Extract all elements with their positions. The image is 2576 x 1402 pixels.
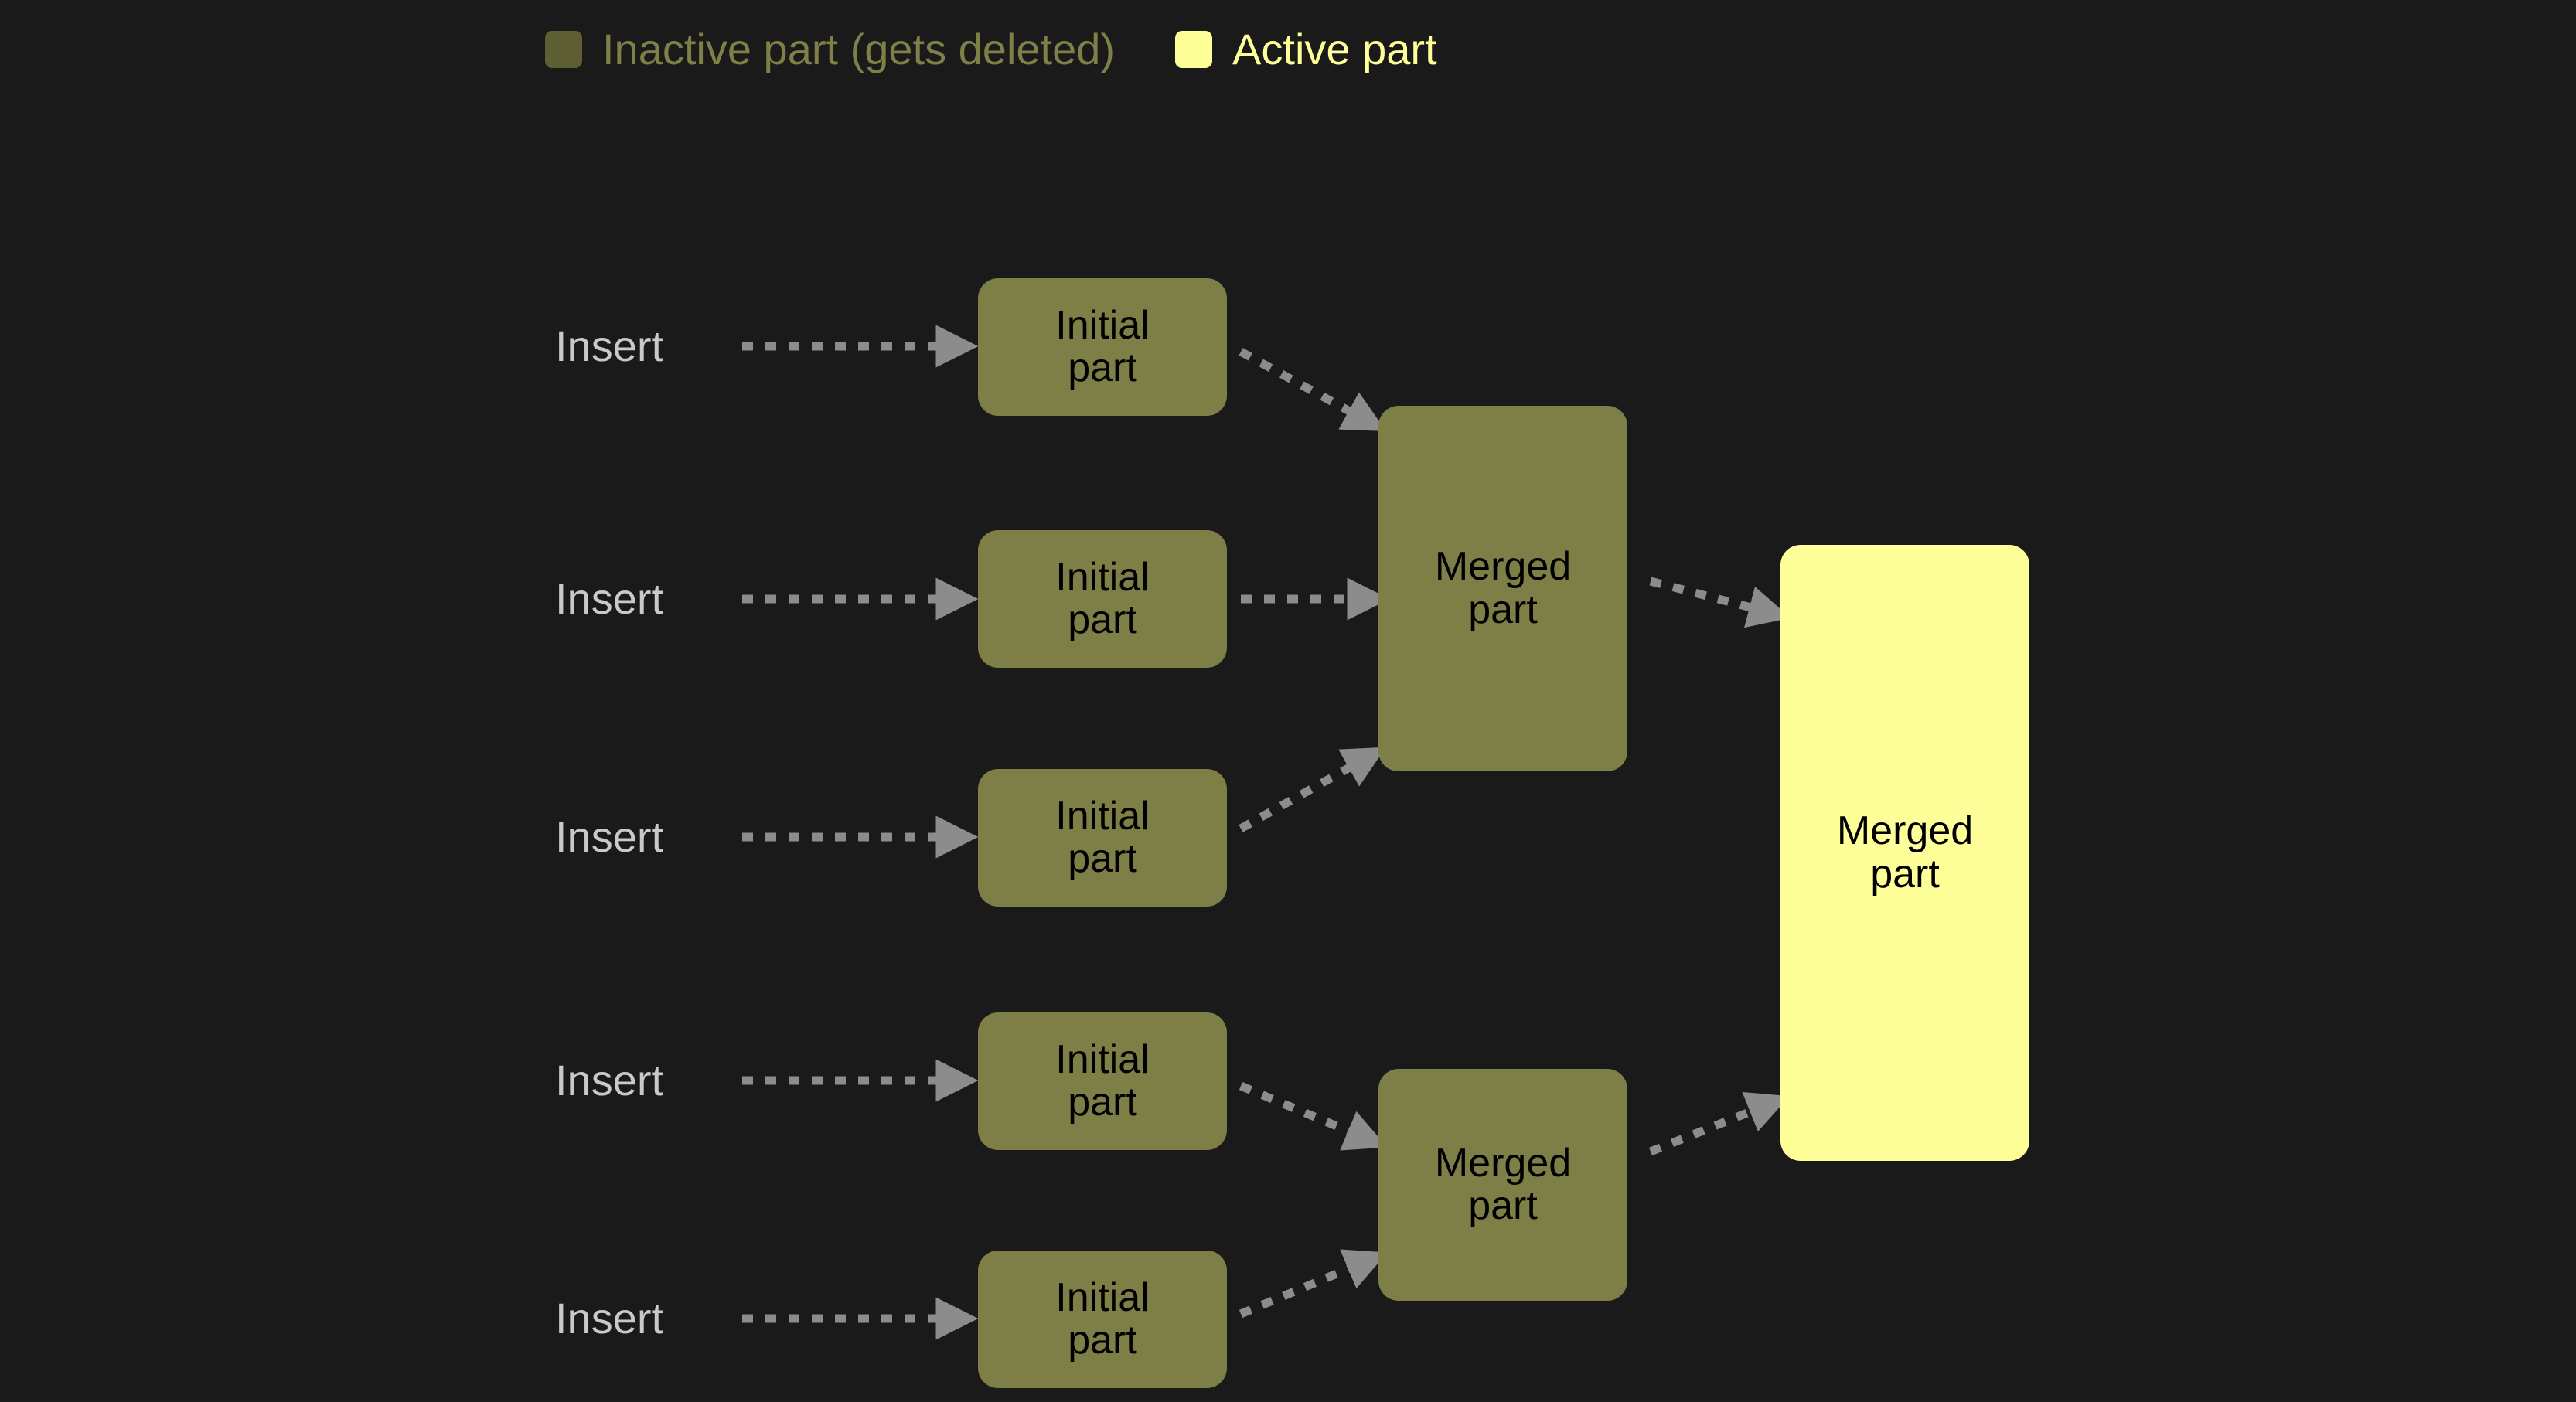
- node-initial-part-1[interactable]: Initial part: [978, 278, 1227, 416]
- arrow-initial-4-to-merged-2: [1239, 1081, 1388, 1151]
- insert-label-3: Insert: [555, 812, 664, 861]
- legend-item-inactive: Inactive part (gets deleted): [545, 28, 1115, 71]
- insert-label-4: Insert: [555, 1056, 664, 1104]
- node-initial-part-4[interactable]: Initial part: [978, 1012, 1227, 1150]
- arrow-initial-3-to-merged-1: [1239, 747, 1386, 832]
- node-label: Merged part: [1434, 1140, 1572, 1228]
- legend: Inactive part (gets deleted) Active part: [545, 28, 1437, 71]
- insert-label-1: Insert: [555, 322, 664, 370]
- node-label: Initial part: [1055, 1274, 1150, 1363]
- square-swatch-icon: [545, 31, 582, 68]
- node-label: Merged part: [1836, 808, 1974, 897]
- node-label: Initial part: [1055, 554, 1150, 642]
- legend-label-active: Active part: [1232, 25, 1437, 73]
- node-label: Initial part: [1055, 793, 1150, 881]
- insert-label-5: Insert: [555, 1294, 664, 1342]
- square-swatch-icon: [1175, 31, 1213, 68]
- node-label: Merged part: [1434, 544, 1572, 632]
- node-initial-part-5[interactable]: Initial part: [978, 1251, 1227, 1388]
- node-label: Initial part: [1055, 302, 1150, 390]
- node-initial-part-3[interactable]: Initial part: [978, 769, 1227, 907]
- legend-item-active: Active part: [1175, 28, 1437, 71]
- node-merged-part-1[interactable]: Merged part: [1378, 406, 1627, 771]
- node-merged-part-active[interactable]: Merged part: [1780, 545, 2029, 1161]
- legend-label-inactive: Inactive part (gets deleted): [602, 25, 1116, 73]
- arrow-initial-1-to-merged-1: [1239, 348, 1386, 431]
- arrow-initial-5-to-merged-2: [1239, 1249, 1388, 1319]
- node-merged-part-2[interactable]: Merged part: [1378, 1069, 1627, 1301]
- node-initial-part-2[interactable]: Initial part: [978, 530, 1227, 668]
- insert-label-2: Insert: [555, 574, 664, 623]
- arrow-merged-1-to-final: [1649, 577, 1791, 628]
- node-label: Initial part: [1055, 1036, 1150, 1125]
- arrow-merged-2-to-final: [1648, 1092, 1790, 1156]
